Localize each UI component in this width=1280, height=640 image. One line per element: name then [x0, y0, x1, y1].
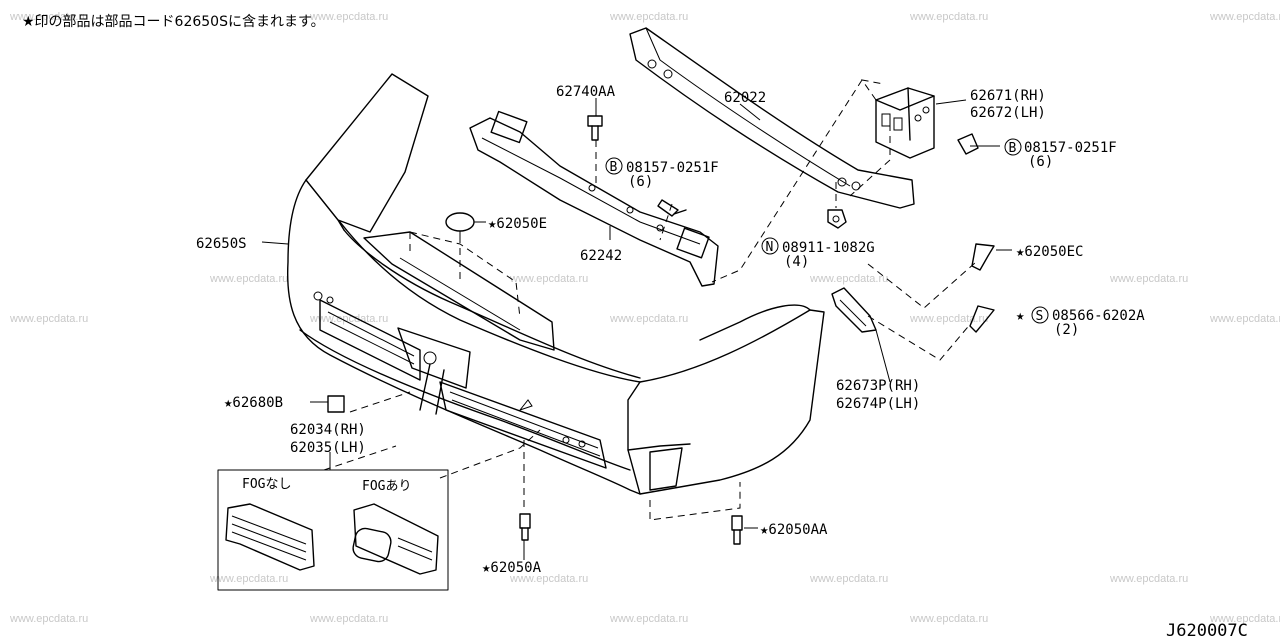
watermark: www.epcdata.ru — [209, 273, 288, 285]
watermark: www.epcdata.ru — [1209, 613, 1280, 625]
watermark: www.epcdata.ru — [1109, 573, 1188, 585]
bolt-symbol-right: B — [1004, 138, 1022, 156]
label-62242[interactable]: 62242 — [580, 248, 622, 264]
drawing-code: J620007C — [1166, 621, 1248, 640]
nut-symbol-letter: N — [766, 240, 774, 255]
clip-62740AA[interactable] — [587, 115, 603, 141]
watermark: www.epcdata.ru — [1209, 313, 1280, 325]
label-62674P[interactable]: 62674P(LH) — [836, 396, 920, 412]
label-62050E[interactable]: ★62050E — [488, 216, 547, 232]
label-08157-mid[interactable]: 08157-0251F — [626, 160, 719, 176]
clip-62680B[interactable] — [327, 395, 345, 413]
screw-symbol-letter: S — [1036, 309, 1044, 324]
screw-62050EC[interactable] — [971, 243, 995, 271]
watermark: www.epcdata.ru — [609, 313, 688, 325]
label-62035[interactable]: 62035(LH) — [290, 440, 366, 456]
part-labels: 62740AA 62022 62671(RH) 62672(LH) 08157-… — [196, 84, 1145, 576]
nut-08911[interactable] — [827, 209, 847, 229]
bolt-08157-mid[interactable] — [657, 199, 687, 217]
label-08157-right[interactable]: 08157-0251F — [1024, 140, 1117, 156]
label-fog-with: FOGあり — [362, 479, 411, 494]
watermarks: www.epcdata.ru www.epcdata.ru www.epcdat… — [9, 11, 1280, 625]
watermark: www.epcdata.ru — [609, 11, 688, 23]
label-08566[interactable]: 08566-6202A — [1052, 308, 1145, 324]
label-62034[interactable]: 62034(RH) — [290, 422, 366, 438]
screw-62050AA[interactable] — [731, 515, 743, 545]
label-62050EC[interactable]: ★62050EC — [1016, 244, 1083, 260]
watermark: www.epcdata.ru — [809, 573, 888, 585]
watermark: www.epcdata.ru — [909, 613, 988, 625]
label-62740AA[interactable]: 62740AA — [556, 84, 616, 100]
assembly-lines — [323, 79, 977, 521]
label-08157-right-qty: (6) — [1028, 154, 1053, 170]
bumper-fascia-part[interactable] — [286, 73, 825, 495]
parts-note: ★印の部品は部品コード62650Sに含まれます。 — [22, 14, 325, 30]
fog-grille-inset: FOGなし FOGあり — [217, 469, 449, 591]
label-08566-star: ★ — [1016, 308, 1025, 324]
bolt-symbol-letter: B — [610, 160, 618, 175]
leader-lines — [261, 98, 1012, 560]
label-62050AA[interactable]: ★62050AA — [760, 522, 828, 538]
watermark: www.epcdata.ru — [1109, 273, 1188, 285]
label-62671[interactable]: 62671(RH) — [970, 88, 1046, 104]
watermark: www.epcdata.ru — [1209, 11, 1280, 23]
bolt-symbol-mid: B — [605, 157, 623, 175]
side-bracket-part[interactable] — [831, 287, 877, 333]
label-08911[interactable]: 08911-1082G — [782, 240, 875, 256]
label-08566-qty: (2) — [1054, 322, 1079, 338]
bolt-symbol-letter: B — [1009, 141, 1017, 156]
screw-62050A[interactable] — [519, 513, 531, 541]
watermark: www.epcdata.ru — [909, 313, 988, 325]
bumper-retainer-part[interactable] — [469, 110, 719, 287]
label-62022[interactable]: 62022 — [724, 90, 766, 106]
label-62650S[interactable]: 62650S — [196, 236, 247, 252]
label-62680B[interactable]: ★62680B — [224, 395, 283, 411]
watermark: www.epcdata.ru — [309, 613, 388, 625]
watermark: www.epcdata.ru — [9, 313, 88, 325]
watermark: www.epcdata.ru — [509, 273, 588, 285]
watermark: www.epcdata.ru — [509, 573, 588, 585]
label-62050A[interactable]: ★62050A — [482, 560, 542, 576]
watermark: www.epcdata.ru — [209, 573, 288, 585]
label-08911-qty: (4) — [784, 254, 809, 270]
watermark: www.epcdata.ru — [309, 11, 388, 23]
watermark: www.epcdata.ru — [609, 613, 688, 625]
grille-no-fog-part[interactable] — [225, 503, 315, 571]
bolt-08157-right[interactable] — [957, 133, 1000, 155]
label-62673P[interactable]: 62673P(RH) — [836, 378, 920, 394]
nut-symbol: N — [761, 237, 779, 255]
watermark: www.epcdata.ru — [9, 613, 88, 625]
label-62672[interactable]: 62672(LH) — [970, 105, 1046, 121]
bumper-stay-part[interactable] — [875, 87, 935, 159]
bumper-reinforcement-part[interactable] — [629, 27, 915, 209]
watermark: www.epcdata.ru — [9, 11, 88, 23]
grille-with-fog-part[interactable] — [351, 503, 439, 575]
screw-symbol: S — [1031, 306, 1049, 324]
watermark: www.epcdata.ru — [809, 273, 888, 285]
label-fog-without: FOGなし — [242, 477, 291, 492]
watermark: www.epcdata.ru — [309, 313, 388, 325]
cap-62050E[interactable] — [445, 212, 475, 238]
label-08157-mid-qty: (6) — [628, 174, 653, 190]
watermark: www.epcdata.ru — [909, 11, 988, 23]
